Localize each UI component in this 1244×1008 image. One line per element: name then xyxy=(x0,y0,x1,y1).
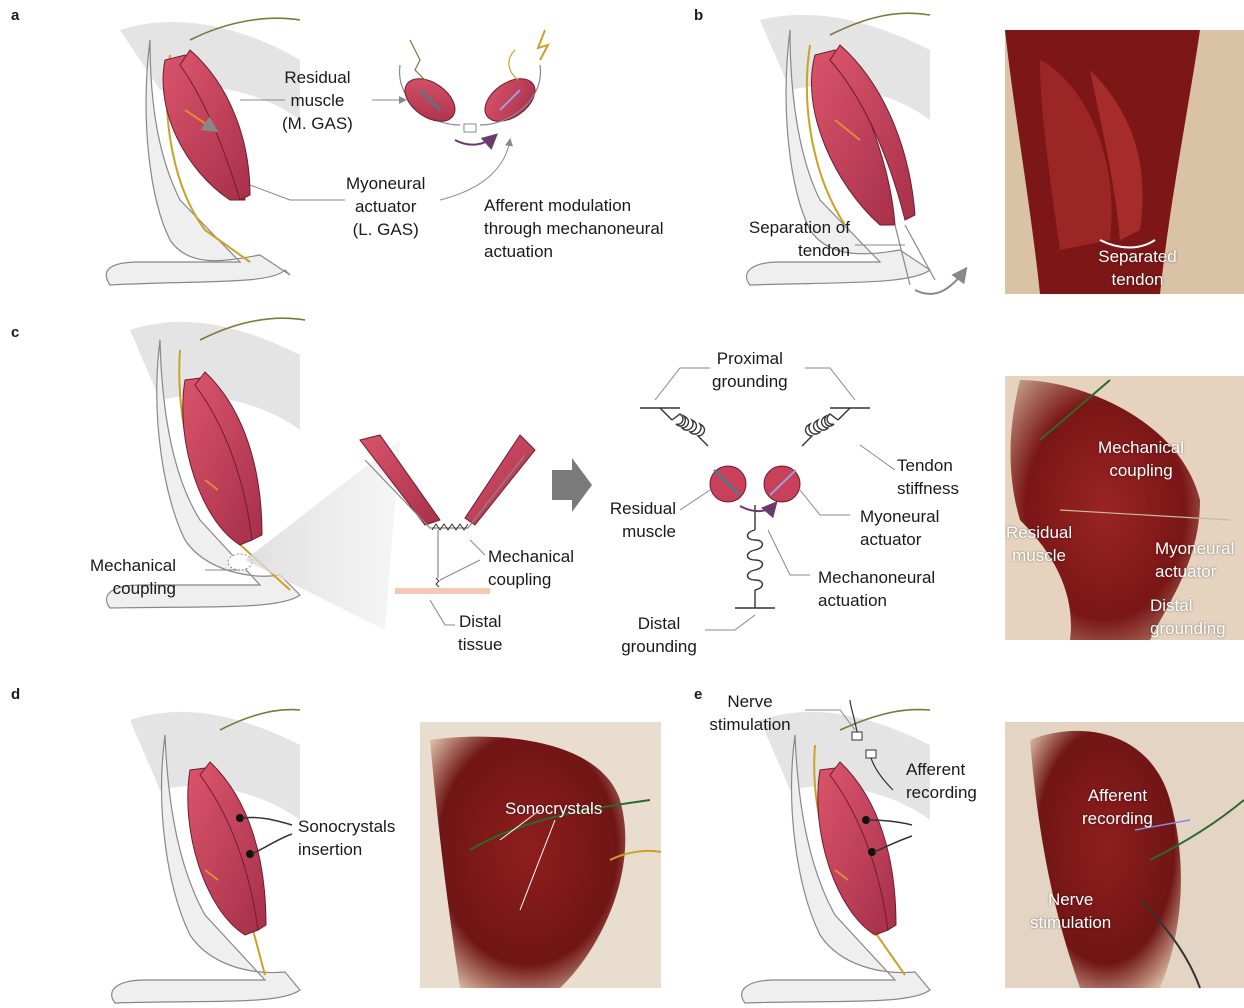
label-mechanical-coupling-limb: Mechanical coupling xyxy=(70,554,176,600)
label-residual-muscle-mgas: Residual muscle (M. GAS) xyxy=(282,66,353,135)
panel-label-c: c xyxy=(11,325,19,340)
panel-d-limb-illustration xyxy=(112,710,300,1003)
panel-label-d: d xyxy=(11,687,20,702)
label-residual-muscle: Residual muscle xyxy=(592,497,676,543)
panel-e-photo xyxy=(1005,722,1244,988)
photo-label-distal-grounding: Distal grounding xyxy=(1150,594,1226,640)
panel-d-photo xyxy=(420,722,661,988)
label-mechanical-coupling-zoom: Mechanical coupling xyxy=(488,545,574,591)
panel-a-limb-illustration xyxy=(106,18,300,285)
label-afferent-modulation: Afferent modulation through mechanoneura… xyxy=(484,194,664,263)
label-myoneural-actuator-lgas: Myoneural actuator (L. GAS) xyxy=(346,172,425,241)
label-myoneural-actuator: Myoneural actuator xyxy=(860,505,939,551)
panel-c-zoom-schematic xyxy=(360,435,592,625)
label-distal-tissue: Distal tissue xyxy=(458,610,502,656)
label-distal-grounding: Distal grounding xyxy=(617,612,701,658)
panel-a-schematic xyxy=(397,30,548,145)
label-sonocrystals-insertion: Sonocrystals insertion xyxy=(298,815,395,861)
label-separation-of-tendon: Separation of tendon xyxy=(730,216,850,262)
label-tendon-stiffness: Tendon stiffness xyxy=(897,454,959,500)
label-nerve-stimulation: Nerve stimulation xyxy=(700,690,800,736)
panel-c-spring-nodes xyxy=(710,466,800,511)
photo-label-myoneural-actuator: Myoneural actuator xyxy=(1155,537,1234,583)
label-afferent-recording: Afferent recording xyxy=(906,758,977,804)
photo-label-residual-muscle: Residual muscle xyxy=(1006,521,1072,567)
photo-label-nerve-stimulation: Nerve stimulation xyxy=(1030,888,1111,934)
panel-label-b: b xyxy=(694,8,703,23)
label-mechanoneural-actuation: Mechanoneural actuation xyxy=(818,566,935,612)
photo-label-separated-tendon: Separated tendon xyxy=(1090,245,1185,291)
panel-e-limb-illustration xyxy=(742,700,930,1003)
photo-label-sonocrystals: Sonocrystals xyxy=(505,797,602,820)
photo-label-mechanical-coupling: Mechanical coupling xyxy=(1098,436,1184,482)
panel-label-a: a xyxy=(11,8,19,23)
label-proximal-grounding: Proximal grounding xyxy=(712,347,788,393)
photo-label-afferent-recording: Afferent recording xyxy=(1082,784,1153,830)
